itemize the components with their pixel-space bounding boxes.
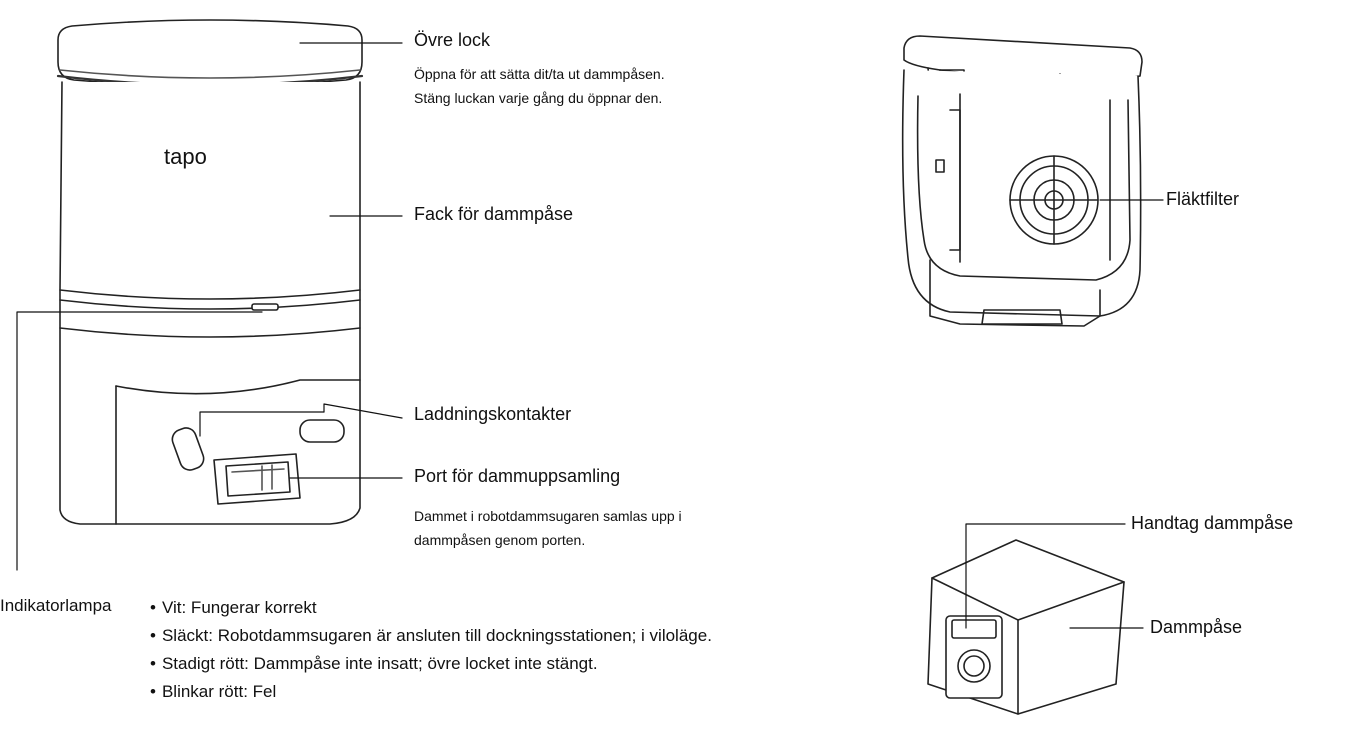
dust-bag-drawing [927, 539, 1125, 715]
indicator-state-item: Släckt: Robotdammsugaren är ansluten til… [150, 622, 712, 650]
open-dock-view [901, 35, 1143, 327]
dust-bag-label: Dammpåse [1150, 617, 1243, 637]
indicator-state-item: Vit: Fungerar korrekt [150, 594, 712, 622]
fan-filter-label: Fläktfilter [1166, 189, 1240, 209]
top-lid-description-line-1: Öppna för att sätta dit/ta ut dammpåsen. [414, 66, 665, 82]
indicator-lamp [251, 303, 279, 311]
top-lid-description-line-2: Stäng luckan varje gång du öppnar den. [414, 90, 663, 106]
dock-station: tapo [56, 19, 364, 525]
indicator-lamp-title: Indikatorlampa [0, 596, 112, 615]
indicator-states-list: Vit: Fungerar korrekt Släckt: Robotdamms… [150, 594, 712, 706]
dock-bag-compartment [59, 81, 361, 300]
indicator-state-item: Blinkar rött: Fel [150, 678, 712, 706]
charging-contacts-title: Laddningskontakter [414, 404, 572, 424]
indicator-state-item: Stadigt rött: Dammpåse inte insatt; övre… [150, 650, 712, 678]
dust-port-description-line-2: dammpåsen genom porten. [414, 532, 586, 548]
top-lid-title: Övre lock [414, 30, 491, 50]
dust-port-description-line-1: Dammet i robotdammsugaren samlas upp i [414, 508, 682, 524]
brand-logo: tapo [164, 144, 207, 169]
dock-callouts [16, 42, 403, 571]
charging-contact-right [299, 419, 345, 443]
dust-port-title: Port för dammuppsamling [414, 466, 621, 486]
bag-compartment-title: Fack för dammpåse [414, 204, 574, 224]
dock-top-lid [57, 19, 363, 87]
bag-callouts [965, 523, 1144, 629]
dust-bag-handle [945, 615, 1003, 699]
charging-contact-left [171, 427, 205, 471]
bag-handle-label: Handtag dammpåse [1131, 513, 1294, 533]
dust-collection-port [213, 453, 301, 505]
